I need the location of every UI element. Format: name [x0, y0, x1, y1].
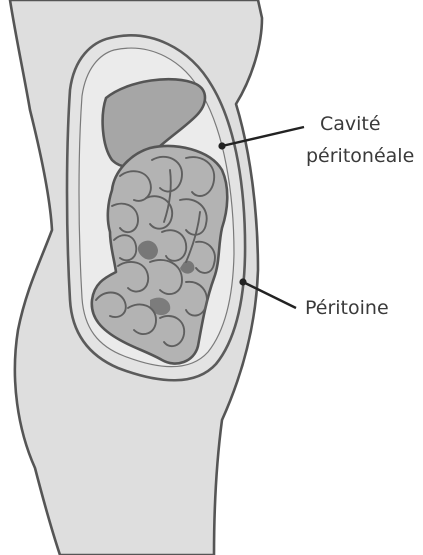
cavity-pointer-dot: [218, 142, 225, 149]
peritoneum-label: Péritoine: [305, 297, 389, 319]
peritoneum-pointer-dot: [239, 278, 246, 285]
cavity-label-line1: Cavité: [320, 113, 381, 135]
cavity-label: Cavité péritonéale: [306, 113, 414, 167]
cavity-label-line2: péritonéale: [306, 145, 414, 167]
